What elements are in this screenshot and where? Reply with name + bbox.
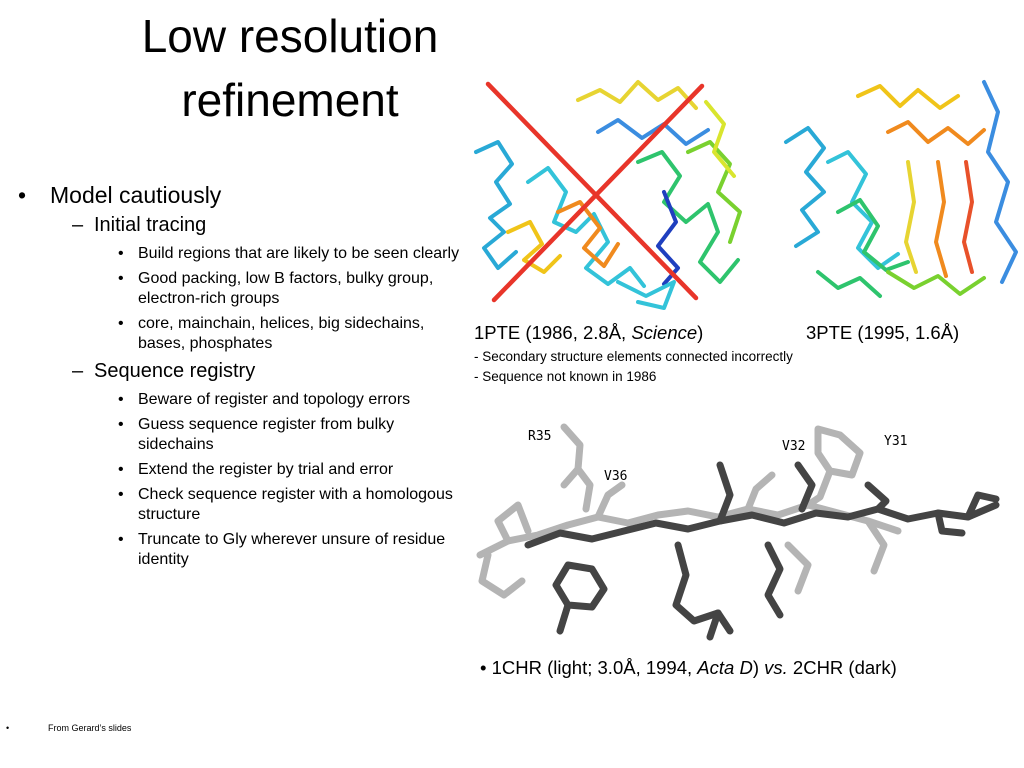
item-check-register: Check sequence register with a homologou… [14, 485, 464, 525]
slide-title: Low resolution refinement [60, 4, 520, 132]
item-extend-register: Extend the register by trial and error [14, 460, 464, 480]
residue-label-v32: V32 [782, 439, 805, 454]
title-line-1: Low resolution [141, 10, 439, 62]
caption-1pte-journal: Science [631, 322, 698, 343]
residue-label-y31: Y31 [884, 434, 907, 449]
light-model-1chr [476, 423, 902, 599]
structure-3pte-trace [784, 80, 1018, 298]
bullet-list: Model cautiously Initial tracing Build r… [14, 180, 464, 570]
sub-bullet-initial-tracing: Initial tracing [14, 212, 464, 239]
caption-3pte: 3PTE (1995, 1.6Å) [806, 322, 960, 343]
title-line-2: refinement [181, 74, 399, 126]
stick-model-figure: R35 V36 V32 Y31 [476, 423, 1000, 641]
caption-bottom-bullet: • [480, 657, 487, 678]
dark-model-2chr [524, 461, 1000, 641]
protein-trace-figure [474, 80, 1018, 310]
note-secondary-structure: - Secondary structure elements connected… [474, 349, 793, 364]
caption-1pte: 1PTE (1986, 2.8Å, Science) [474, 322, 703, 344]
note-sequence-unknown: - Sequence not known in 1986 [474, 369, 657, 384]
footer-text: From Gerard’s slides [48, 723, 132, 733]
caption-bottom-vs: vs. [764, 657, 788, 678]
structure-1pte-trace [474, 80, 742, 310]
item-build-regions: Build regions that are likely to be seen… [14, 244, 464, 264]
caption-1pte-post: ) [697, 322, 704, 343]
item-beware-register: Beware of register and topology errors [14, 390, 464, 410]
residue-label-v36: V36 [604, 469, 627, 484]
caption-bottom-pre: 1CHR (light; 3.0Å, 1994, [491, 657, 698, 678]
caption-bottom-post: 2CHR (dark) [787, 657, 897, 678]
item-truncate-gly: Truncate to Gly wherever unsure of resid… [14, 530, 464, 570]
item-good-packing: Good packing, low B factors, bulky group… [14, 269, 464, 309]
caption-bottom-mid: ) [752, 657, 765, 678]
caption-1chr-vs-2chr: • 1CHR (light; 3.0Å, 1994, Acta D) vs. 2… [480, 657, 897, 679]
item-core-mainchain: core, mainchain, helices, big sidechains… [14, 314, 464, 354]
caption-bottom-journal: Acta D [697, 657, 753, 678]
residue-label-r35: R35 [528, 429, 551, 444]
residue-labels: R35 V36 V32 Y31 [528, 429, 907, 484]
item-guess-register: Guess sequence register from bulky sidec… [14, 415, 464, 455]
caption-1pte-pre: 1PTE (1986, 2.8Å, [474, 322, 632, 343]
incorrect-structure-cross [485, 81, 705, 303]
sub-bullet-sequence-registry: Sequence registry [14, 358, 464, 385]
footer-bullet: • [6, 723, 10, 733]
bullet-model-cautiously: Model cautiously [14, 180, 464, 210]
